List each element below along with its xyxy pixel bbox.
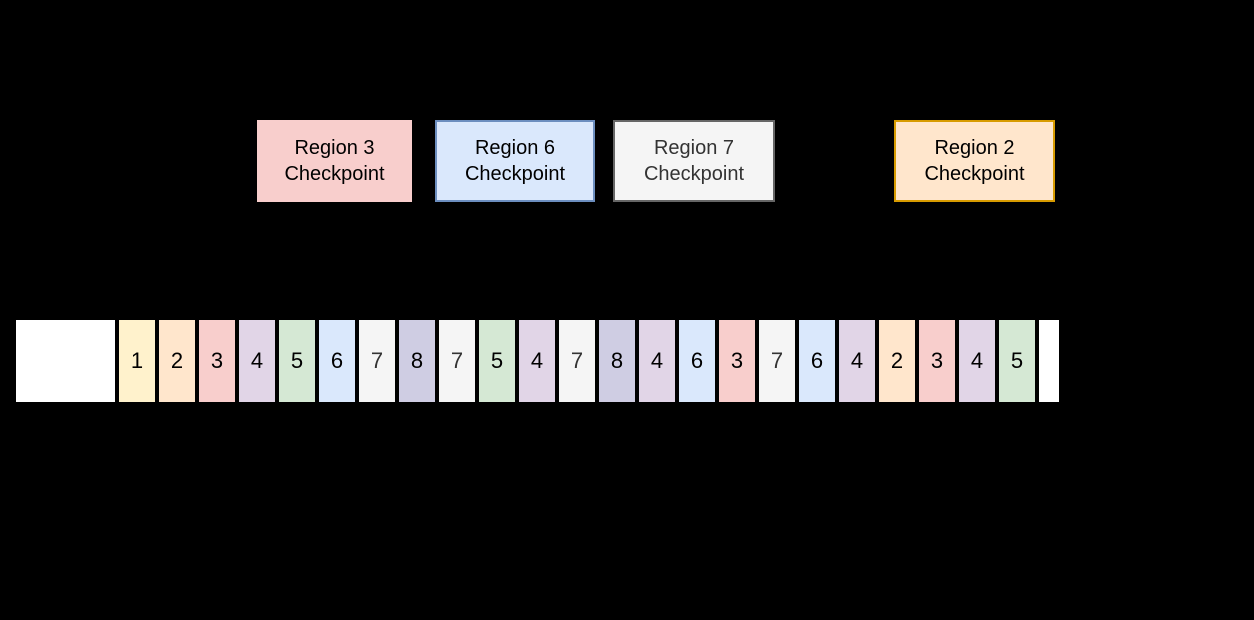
strip-page-cell: 6	[319, 320, 355, 402]
checkpoint-label: Checkpoint	[924, 163, 1025, 185]
strip-page-cell: 3	[919, 320, 955, 402]
checkpoint-box: Region 3 Checkpoint	[257, 120, 412, 202]
checkpoint-region-label: Region 7	[653, 137, 735, 159]
strip-page-cell: 7	[439, 320, 475, 402]
strip-page-cell: 3	[719, 320, 755, 402]
strip-page-cell: 7	[559, 320, 595, 402]
strip-page-cell: 5	[999, 320, 1035, 402]
strip-page-cell: 2	[159, 320, 195, 402]
checkpoint-label: Checkpoint	[284, 163, 385, 185]
checkpoint-box: Region 6 Checkpoint	[435, 120, 595, 202]
strip-page-cell: 5	[279, 320, 315, 402]
strip-page-cell: 1	[119, 320, 155, 402]
strip-lead-cell	[16, 320, 115, 402]
strip-page-cell: 6	[679, 320, 715, 402]
strip-page-cell: 8	[599, 320, 635, 402]
strip-page-cell: 4	[959, 320, 995, 402]
strip-page-cell: 7	[759, 320, 795, 402]
checkpoint-box: Region 2 Checkpoint	[894, 120, 1055, 202]
strip-tail-cell	[1039, 320, 1059, 402]
checkpoint-box: Region 7 Checkpoint	[613, 120, 775, 202]
strip-page-cell: 4	[839, 320, 875, 402]
strip-page-cell: 8	[399, 320, 435, 402]
checkpoint-region-label: Region 2	[934, 137, 1015, 159]
checkpoint-label: Checkpoint	[643, 163, 745, 185]
strip-page-cell: 7	[359, 320, 395, 402]
strip-page-cell: 4	[239, 320, 275, 402]
strip-page-cell: 6	[799, 320, 835, 402]
strip-page-cell: 4	[639, 320, 675, 402]
strip-page-cell: 3	[199, 320, 235, 402]
strip-page-cell: 2	[879, 320, 915, 402]
strip-page-cell: 5	[479, 320, 515, 402]
checkpoint-region-label: Region 6	[474, 137, 556, 159]
checkpoint-label: Checkpoint	[464, 163, 566, 185]
strip-page-cell: 4	[519, 320, 555, 402]
checkpoint-region-label: Region 3	[294, 137, 375, 159]
